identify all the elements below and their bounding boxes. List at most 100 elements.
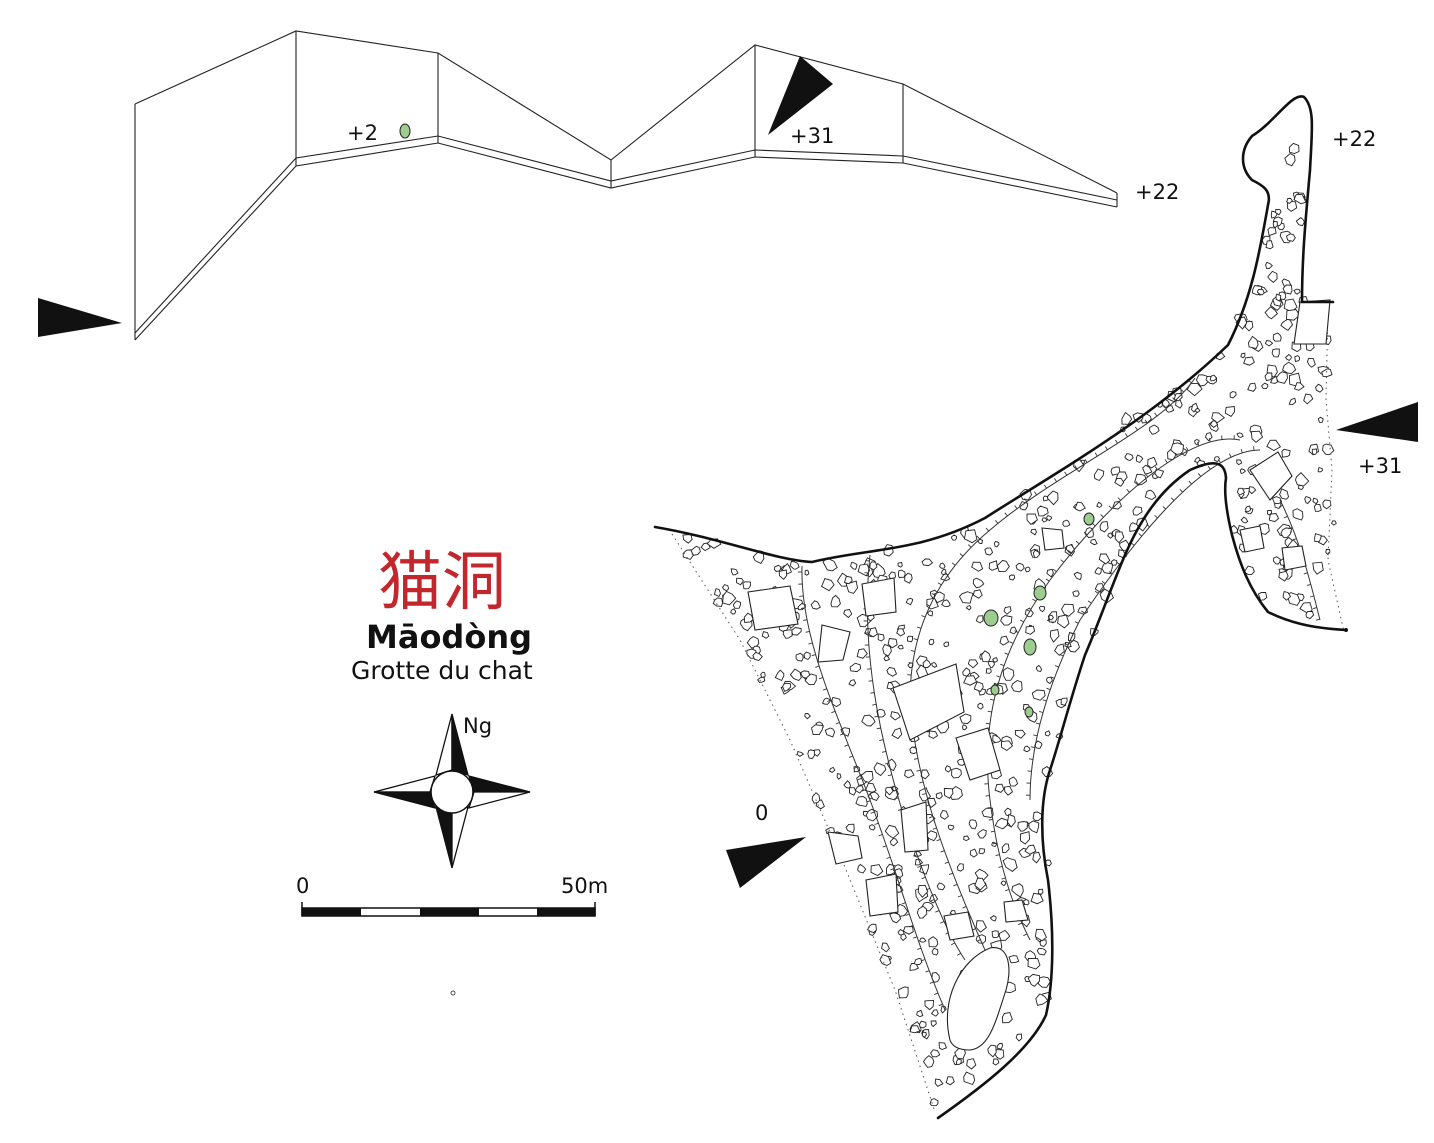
pebble (1144, 489, 1157, 501)
pebble (1114, 477, 1125, 487)
pebble (1035, 664, 1043, 673)
pebble (998, 929, 1011, 941)
slope-tick (878, 834, 883, 837)
pebble (974, 877, 987, 891)
slope-ticks (797, 380, 1320, 1007)
slope-tick (1075, 540, 1080, 545)
pebble (944, 765, 952, 773)
slope-tick (1050, 676, 1055, 679)
pebble (1209, 374, 1217, 382)
pebble (928, 730, 939, 739)
pebble (1028, 820, 1040, 834)
slope-tick (1117, 497, 1121, 501)
pebble (951, 534, 957, 541)
slope-tick (1208, 437, 1211, 443)
pebble (1039, 939, 1047, 948)
pebble (1073, 459, 1085, 473)
slope-tick (831, 710, 836, 714)
slope-tick (995, 854, 1000, 857)
speleothem-icon (990, 684, 1000, 696)
pebble (963, 529, 978, 544)
slope-line (801, 565, 946, 1011)
pebble (885, 786, 894, 796)
pebble (803, 651, 811, 661)
pebble (902, 926, 914, 935)
pebble (873, 762, 887, 777)
pebble (897, 561, 903, 568)
pebble (897, 644, 904, 650)
pebble (1114, 531, 1125, 544)
pebble (1170, 442, 1184, 455)
pebble (860, 771, 874, 783)
slope-tick (940, 850, 945, 853)
pebble (1049, 628, 1060, 643)
slope-tick (938, 1003, 943, 1007)
pebble (1094, 583, 1105, 593)
slope-tick (1180, 388, 1185, 393)
pebble (1266, 439, 1282, 452)
slope-tick (887, 774, 892, 777)
slope-tick (986, 807, 992, 809)
boulder (892, 663, 965, 741)
pebble (1229, 391, 1237, 399)
pebble (1060, 697, 1068, 706)
pebble (1000, 880, 1007, 887)
pebble (742, 581, 751, 590)
drip-line (671, 533, 936, 1113)
pebble (1038, 605, 1045, 613)
pebble (856, 648, 868, 659)
scale-bar: 0 50m (296, 874, 608, 917)
slope-tick (1146, 523, 1150, 528)
profile-floor (134, 135, 1118, 334)
slope-tick (913, 854, 918, 857)
pebble (887, 638, 898, 649)
title-french: Grotte du chat (351, 656, 533, 685)
slope-tick (874, 715, 879, 718)
pebble (1020, 831, 1031, 845)
pebble (1030, 892, 1044, 905)
slope-tick (1135, 481, 1139, 485)
pebble (1256, 288, 1265, 296)
slope-tick (1228, 453, 1232, 458)
pebble (824, 727, 836, 738)
slope-tick (913, 638, 918, 641)
slope-tick (985, 527, 990, 532)
pebble (889, 912, 902, 924)
pebble (1017, 821, 1028, 832)
slope-tick (1278, 504, 1283, 508)
pebble (957, 863, 964, 872)
pebble (1032, 549, 1041, 559)
slope-tick (944, 861, 949, 864)
pebble (1036, 947, 1047, 956)
slope-tick (959, 553, 964, 557)
pebble (1149, 424, 1160, 435)
pebble (1209, 420, 1219, 428)
pebble (1099, 521, 1109, 533)
slope-tick (1087, 600, 1092, 604)
boulder (943, 911, 975, 941)
slope-tick (1108, 505, 1113, 510)
slope-tick (1154, 514, 1158, 519)
pebble (934, 1078, 944, 1087)
pebble (1267, 270, 1278, 283)
slope-tick (1240, 448, 1243, 454)
slope-tick (1253, 446, 1255, 451)
slope-tick (1104, 446, 1108, 451)
pebble (955, 1058, 962, 1065)
pebble (930, 1009, 939, 1017)
pebble (1191, 402, 1199, 413)
slope-tick (870, 692, 875, 694)
pebble (922, 1055, 935, 1068)
pebble (1007, 813, 1016, 828)
pebble (1046, 490, 1059, 506)
slope-tick (815, 665, 820, 668)
slope-tick (911, 746, 916, 748)
pebble (975, 920, 987, 933)
pebble (936, 882, 946, 891)
slope-tick (985, 795, 990, 797)
slope-tick (890, 785, 896, 788)
entrance-marker-icon (726, 837, 806, 888)
pebble (930, 1020, 937, 1028)
pebble (882, 643, 892, 657)
pebble (1048, 614, 1054, 621)
